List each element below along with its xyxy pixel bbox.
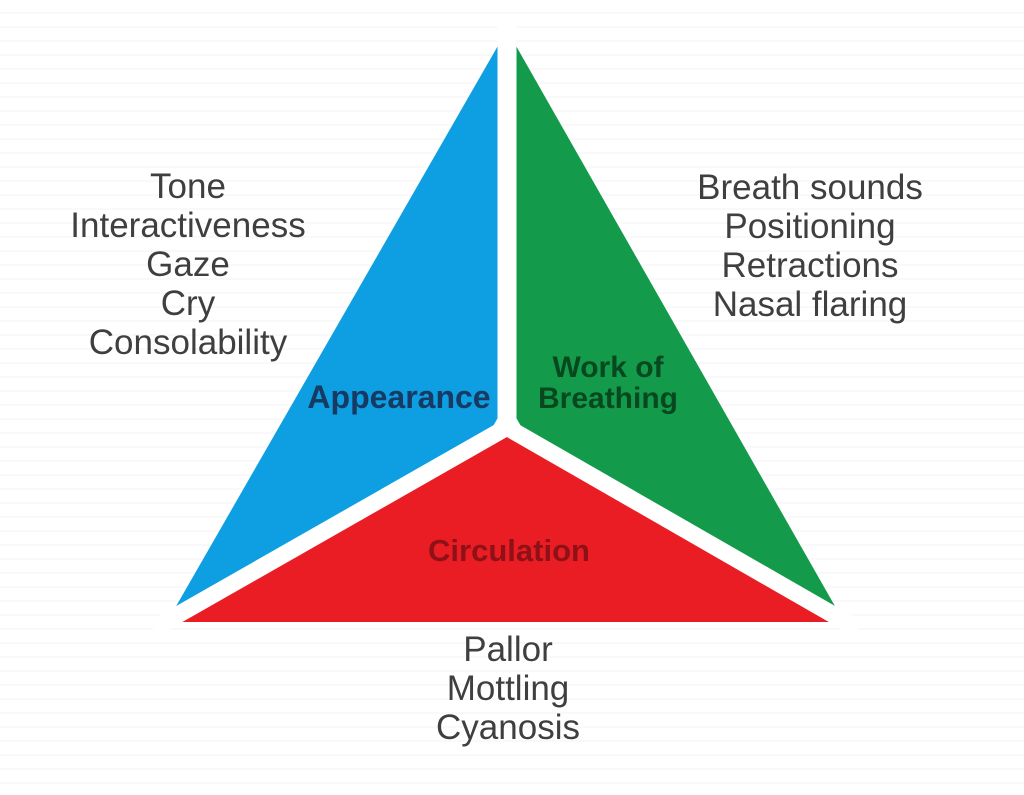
appearance-attribute: Cry xyxy=(160,284,216,323)
breathing-attributes-list: Breath sounds Positioning Retractions Na… xyxy=(660,168,960,324)
appearance-attribute: Gaze xyxy=(146,245,230,284)
appearance-attribute: Tone xyxy=(150,167,226,206)
breathing-attribute: Positioning xyxy=(724,207,896,246)
circulation-attribute: Mottling xyxy=(446,669,570,708)
appearance-section-label: Appearance xyxy=(307,379,491,415)
circulation-section-shape xyxy=(167,427,844,622)
divider-bottom-right xyxy=(491,413,863,637)
circulation-section-label: Circulation xyxy=(428,533,590,568)
breathing-attribute: Breath sounds xyxy=(697,168,923,207)
breathing-attribute: Retractions xyxy=(721,246,899,285)
appearance-attribute: Consolability xyxy=(88,323,288,362)
circulation-attributes-list: Pallor Mottling Cyanosis xyxy=(358,630,658,747)
circulation-attribute: Pallor xyxy=(463,630,553,669)
work-of-breathing-section-label: Work of Breathing xyxy=(508,352,708,414)
divider-bottom-left xyxy=(148,413,523,637)
circulation-attribute: Cyanosis xyxy=(436,708,580,747)
work-of-breathing-label-line2: Breathing xyxy=(537,382,678,415)
work-of-breathing-label-line1: Work of xyxy=(552,351,664,384)
breathing-attribute: Nasal flaring xyxy=(712,285,908,324)
appearance-attribute: Interactiveness xyxy=(70,206,306,245)
appearance-attributes-list: Tone Interactiveness Gaze Cry Consolabil… xyxy=(38,167,338,362)
